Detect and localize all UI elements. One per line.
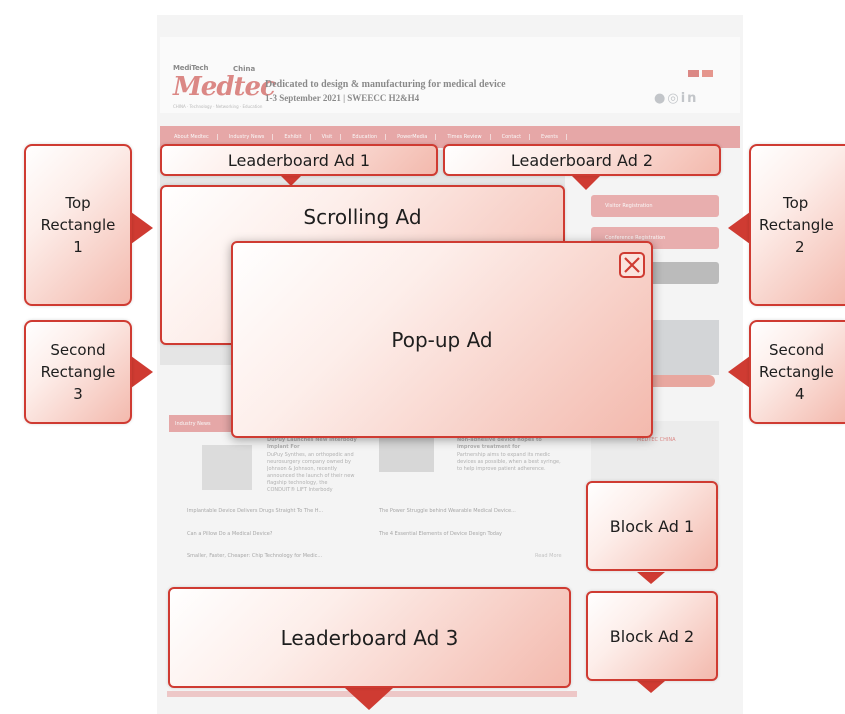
popup-ad[interactable]: Pop-up Ad [231,241,653,438]
second-rect-3-line2: Rectangle [40,363,116,381]
news-tab[interactable]: Industry News [169,415,249,432]
wechat-icon[interactable]: ● [654,91,668,106]
block-1-pointer [637,572,665,584]
close-icon[interactable] [619,252,645,278]
leaderboard-ad-2-label: Leaderboard Ad 2 [510,150,654,170]
news-link[interactable]: The 4 Essential Elements of Device Desig… [379,531,502,537]
news-link[interactable]: Implantable Device Delivers Drugs Straig… [187,508,324,514]
top-rect-1-line1: Top [65,194,91,212]
logo-small-text: MediTech [173,64,209,72]
site-logo[interactable]: Medtec [173,72,276,102]
news-link[interactable]: Can a Pillow Do a Medical Device? [187,531,273,537]
logo-region-text: China [233,65,256,73]
leaderboard-ad-2[interactable]: Leaderboard Ad 2 [443,144,721,176]
news-title[interactable]: DuPuy Launches New Interbody Implant For [267,437,357,450]
nav-item[interactable]: Industry News [221,134,274,140]
second-rect-4-line1: Second [769,341,825,359]
block-ad-1-label: Block Ad 1 [609,516,695,536]
top-rect-1-line3: 1 [73,238,83,256]
visitor-registration-button[interactable]: Visitor Registration [591,195,719,217]
leaderboard-ad-3[interactable]: Leaderboard Ad 3 [168,587,571,688]
news-link[interactable]: The Power Struggle behind Wearable Medic… [379,508,516,514]
leaderboard-ad-1[interactable]: Leaderboard Ad 1 [160,144,438,176]
nav-item[interactable]: Exhibit [276,134,311,140]
second-rectangle-4[interactable]: Second Rectangle 4 [749,320,845,424]
leaderboard-ad-1-label: Leaderboard Ad 1 [227,150,371,170]
linkedin-icon[interactable]: in [680,91,699,106]
block-ad-2[interactable]: Block Ad 2 [586,591,718,681]
nav-item[interactable]: Times Review [439,134,491,140]
leaderboard-3-pointer [345,688,393,710]
logo-tagline: CHINA · Technology · Networking · Educat… [173,104,263,109]
second-rectangle-3[interactable]: Second Rectangle 3 [24,320,132,424]
second-rect-3-pointer [131,356,153,388]
top-rect-2-line1: Top [783,194,809,212]
block-ad-2-label: Block Ad 2 [609,627,695,646]
top-rect-1-pointer [131,212,153,244]
second-rect-3-line3: 3 [73,385,83,403]
leaderboard-1-pointer [281,176,301,186]
second-rect-4-line2: Rectangle [759,363,834,381]
side-box-label: MEDTEC CHINA [637,437,676,443]
nav-item[interactable]: Education [344,134,387,140]
top-rect-2-line2: Rectangle [759,216,834,234]
top-rectangle-1[interactable]: Top Rectangle 1 [24,144,132,306]
nav-item[interactable]: Contact [494,134,531,140]
read-more-link[interactable]: Read More [535,553,562,559]
news-thumbnail[interactable] [379,437,434,472]
top-rect-1-line2: Rectangle [40,216,116,234]
block-2-pointer [637,681,665,693]
nav-item[interactable]: PowerMedia [389,134,437,140]
news-excerpt: Partnership aims to expand its medic dev… [457,452,561,472]
nav-item[interactable]: Visit [314,134,342,140]
news-thumbnail[interactable] [202,445,252,490]
second-rect-4-line3: 4 [795,385,805,403]
language-flag-icon[interactable] [688,70,699,77]
social-icons: ●◎in [654,91,698,106]
news-title[interactable]: Non-adhesive device hopes to improve tre… [457,437,542,450]
site-tagline: Dedicated to design & manufacturing for … [265,79,506,90]
second-rect-4-pointer [728,356,750,388]
leaderboard-2-pointer [572,176,600,190]
news-excerpt: DuPuy Synthes, an orthopedic and neurosu… [267,452,355,493]
top-rect-2-line3: 2 [795,238,805,256]
top-rectangle-2[interactable]: Top Rectangle 2 [749,144,845,306]
block-ad-1[interactable]: Block Ad 1 [586,481,718,571]
scrolling-ad-label: Scrolling Ad [303,205,422,229]
leaderboard-ad-3-label: Leaderboard Ad 3 [280,625,459,650]
site-nav: About Medtec Industry News Exhibit Visit… [160,126,740,148]
top-rect-2-pointer [728,212,750,244]
popup-ad-label: Pop-up Ad [391,327,493,352]
language-flag-icon[interactable] [702,70,713,77]
nav-item[interactable]: Events [533,134,567,140]
news-link[interactable]: Smaller, Faster, Cheaper: Chip Technolog… [187,553,323,559]
site-header [160,37,740,113]
weibo-icon[interactable]: ◎ [667,91,681,106]
second-rect-3-line1: Second [50,341,106,359]
nav-item[interactable]: About Medtec [166,134,218,140]
site-event-date: 1-3 September 2021 | SWEECC H2&H4 [265,93,420,103]
